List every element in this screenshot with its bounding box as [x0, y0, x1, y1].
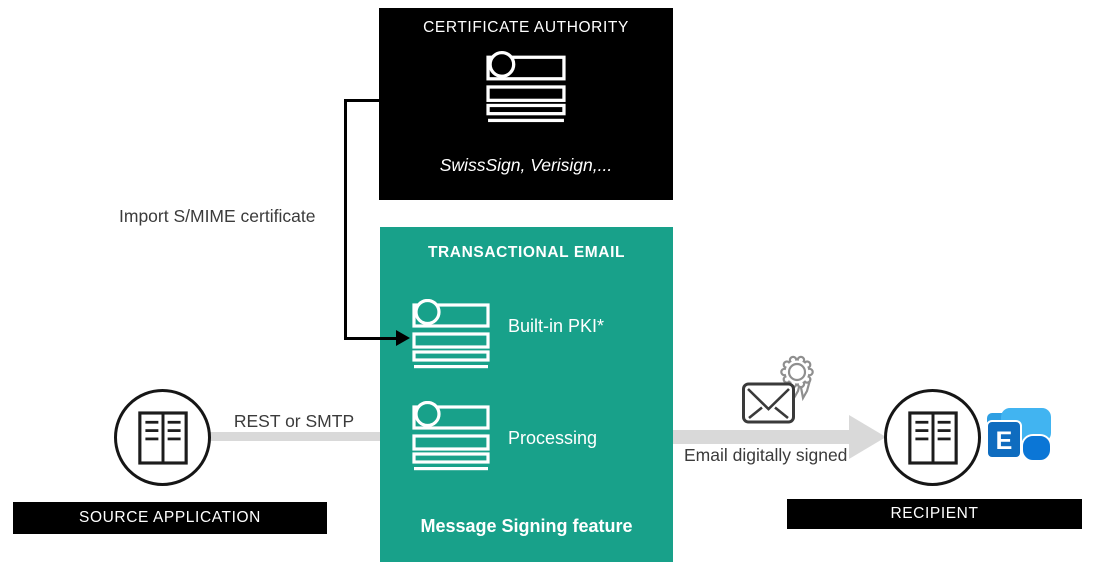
application-book-icon: [137, 410, 188, 465]
processing-server-icon: [412, 401, 490, 471]
source-application-label: SOURCE APPLICATION: [13, 502, 327, 534]
source-application-label-text: SOURCE APPLICATION: [79, 509, 261, 526]
signed-email-connector-line: [673, 430, 850, 444]
import-arrowhead-icon: [396, 330, 410, 346]
certificate-authority-panel: CERTIFICATE AUTHORITY SwissSign, Verisig…: [379, 8, 673, 200]
exchange-logo-letter: E: [996, 427, 1013, 455]
built-in-pki-server-icon: [412, 299, 490, 369]
email-digitally-signed-label: Email digitally signed: [684, 445, 848, 465]
certificate-authority-title: CERTIFICATE AUTHORITY: [423, 19, 629, 36]
message-signing-feature-label: Message Signing feature: [420, 516, 633, 536]
transactional-email-title: TRANSACTIONAL EMAIL: [427, 244, 626, 261]
certificate-server-icon: [486, 51, 566, 123]
built-in-pki-label: Built-in PKI*: [508, 316, 605, 336]
source-application-circle: [114, 389, 211, 486]
rest-smtp-connector-line: [206, 432, 382, 441]
certificate-authority-providers: SwissSign, Verisign,...: [439, 155, 613, 175]
recipient-book-icon: [907, 410, 958, 465]
signed-email-arrowhead-icon: [849, 415, 886, 459]
recipient-circle: [884, 389, 981, 486]
import-smime-label: Import S/MIME certificate: [119, 206, 316, 226]
import-arrow-top-segment: [344, 99, 379, 102]
recipient-label: RECIPIENT: [787, 499, 1082, 529]
processing-label: Processing: [508, 428, 598, 448]
microsoft-exchange-logo: E: [986, 408, 1052, 462]
transactional-email-panel: TRANSACTIONAL EMAIL Built-in PKI* Proces…: [380, 227, 673, 562]
import-arrow-vertical-segment: [344, 99, 347, 340]
sealed-envelope-icon: [742, 355, 814, 424]
rest-smtp-label: REST or SMTP: [233, 411, 355, 431]
recipient-label-text: RECIPIENT: [890, 505, 979, 522]
import-arrow-bottom-segment: [344, 337, 398, 340]
